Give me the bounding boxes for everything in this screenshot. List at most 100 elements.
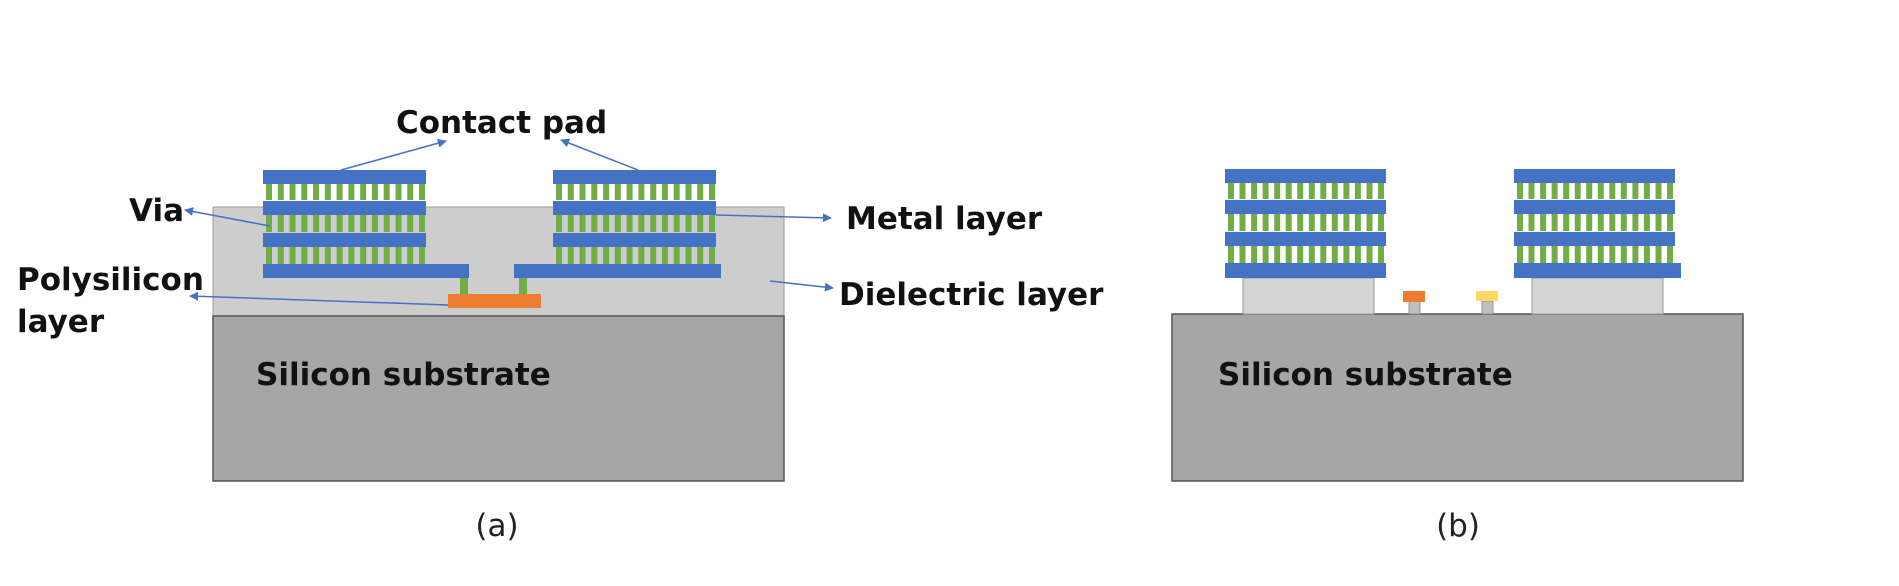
via [1239,182,1246,199]
via [1239,246,1246,263]
metal-layer [1225,263,1386,278]
caption-b: (b) [1436,508,1480,544]
via [1667,214,1673,231]
metal-layer [1225,200,1386,214]
via [661,215,668,232]
via [1378,214,1384,231]
via-row [556,215,715,232]
via [383,247,390,264]
metal-layer [1514,200,1675,214]
via-row [556,247,715,264]
via [650,183,657,200]
via [1517,246,1523,263]
via [371,247,378,264]
label-polysilicon-line2: layer [17,304,105,340]
via [673,247,680,264]
via [579,183,586,200]
panel-b: Silicon substrate (b) [1171,169,1744,544]
poly-contact-via [519,278,527,295]
via [1574,246,1581,263]
via [1274,214,1281,231]
via [579,215,586,232]
via [266,215,272,232]
via [324,215,331,232]
via [1655,214,1662,231]
via [1643,214,1650,231]
via [1274,182,1281,199]
via [1251,182,1258,199]
arrow-contact-pad-right [560,138,639,171]
via [1632,182,1639,199]
via [685,247,692,264]
via [289,215,296,232]
via [709,183,715,200]
small-post-orange [1408,300,1421,315]
via [1540,214,1547,231]
via [1609,246,1616,263]
via [661,183,668,200]
via [614,247,621,264]
via-row [266,247,425,264]
label-via: Via [129,193,184,229]
via [1620,182,1627,199]
via-row [1228,214,1384,231]
metal-layer [1225,169,1386,183]
via [313,247,320,264]
caption-a: (a) [475,508,518,544]
label-polysilicon-line1: Polysilicon [17,262,204,298]
via [1586,246,1593,263]
via [556,183,562,200]
via [419,247,425,264]
label-metal-layer: Metal layer [846,201,1043,237]
via [383,183,390,200]
via [1343,214,1350,231]
via-row [1517,182,1673,199]
via [1609,182,1616,199]
via [685,183,692,200]
via [1540,182,1547,199]
via [348,247,355,264]
via-row [1517,246,1673,263]
via [579,247,586,264]
via [348,183,355,200]
via [266,247,272,264]
via [1354,182,1361,199]
dielectric-block-left [1242,277,1375,315]
via [360,215,367,232]
via [1308,182,1315,199]
label-silicon-substrate-a: Silicon substrate [256,357,551,393]
via [419,215,425,232]
via [1528,246,1535,263]
via [591,215,598,232]
via [277,215,284,232]
via [1251,214,1258,231]
via [383,215,390,232]
via [556,215,562,232]
via [371,215,378,232]
dielectric-block-right [1531,277,1664,315]
via [324,183,331,200]
via [661,247,668,264]
via-row [1228,246,1384,263]
via [1632,246,1639,263]
via [709,247,715,264]
via [1609,214,1616,231]
via [1366,214,1373,231]
via [419,183,425,200]
via [1574,214,1581,231]
metal-layer [263,233,426,247]
metal-stack-left-a [263,170,469,278]
via [709,215,715,232]
via [407,183,414,200]
via [603,215,610,232]
via [301,215,308,232]
via [1563,214,1570,231]
via [685,215,692,232]
metal-stack-right-a [514,170,721,278]
via [638,247,645,264]
via [313,183,320,200]
polysilicon-layer [448,294,541,308]
via [1228,182,1234,199]
via-row [1228,182,1384,199]
via [697,183,704,200]
